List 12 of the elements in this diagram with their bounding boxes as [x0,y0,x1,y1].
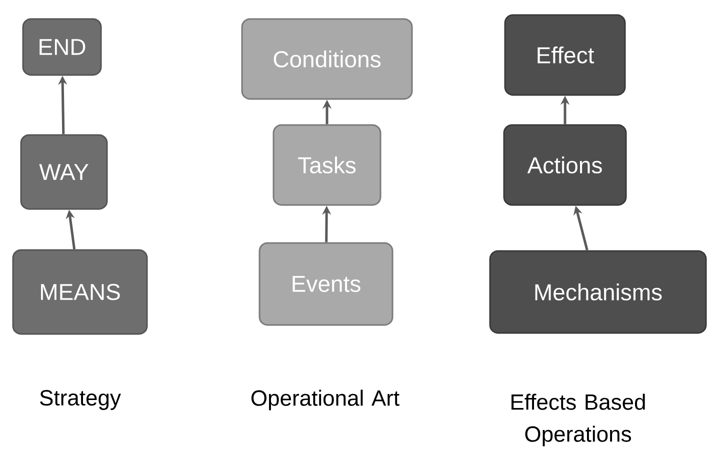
process-box: MEANS [12,249,148,335]
process-box: Conditions [241,18,413,100]
process-box: Events [258,242,394,326]
process-box: Tasks [272,124,382,206]
process-box: Mechanisms [489,250,707,334]
process-box: WAY [20,134,108,210]
process-box: END [22,18,102,76]
process-box: Actions [503,124,627,206]
column-caption: Effects Based Operations [512,394,645,446]
column-caption: Strategy [40,390,121,410]
column-caption: Operational Art [251,390,400,410]
process-box: Effect [504,14,626,96]
